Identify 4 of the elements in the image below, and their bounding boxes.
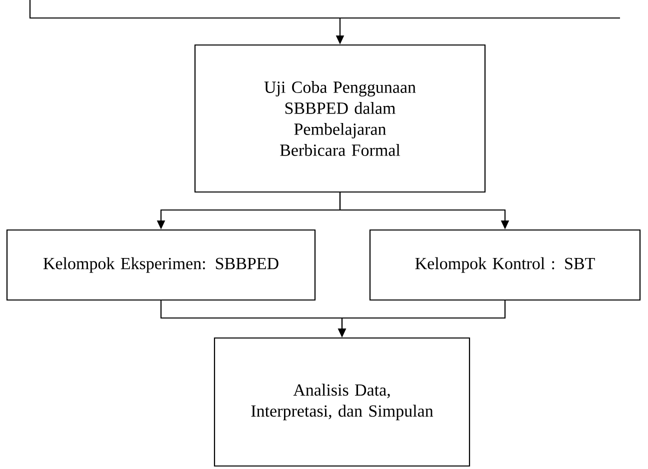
process-box: Kelompok Eksperimen: SBBPED [6, 229, 316, 301]
process-box: Uji Coba Penggunaan SBBPED dalam Pembelajaran Berbicara Formal [194, 44, 486, 193]
process-box: Analisis Data, Interpretasi, dan Simpulan [214, 337, 470, 467]
process-box: Kelompok Kontrol : SBT [369, 229, 641, 301]
